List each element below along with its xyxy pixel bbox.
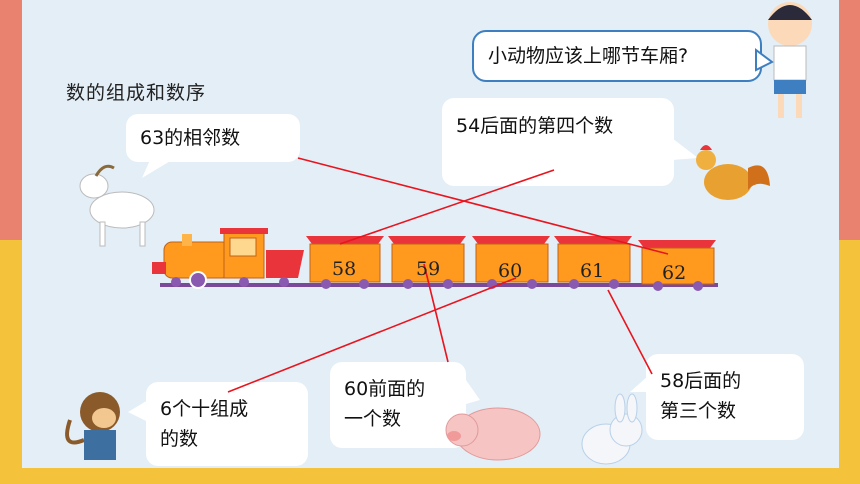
- monkey-bubble-line2: 的数: [160, 428, 199, 450]
- pig-bubble-line2: 一个数: [344, 408, 402, 430]
- rabbit-picture: [581, 393, 643, 465]
- match-line-rooster: [339, 169, 555, 245]
- pig-picture: [445, 407, 541, 461]
- locomotive: [152, 228, 304, 289]
- car-label-4: 61: [580, 260, 605, 282]
- car-3[interactable]: [472, 236, 550, 289]
- rabbit-bubble-line2: 第三个数: [660, 400, 737, 422]
- goat-bubble-text: 63的相邻数: [140, 127, 241, 149]
- match-line-monkey: [227, 277, 517, 393]
- question-text: 小动物应该上哪节车厢?: [488, 45, 689, 67]
- match-line-rabbit: [607, 289, 653, 375]
- car-label-1: 58: [332, 258, 357, 280]
- locomotive-wheel: [239, 277, 249, 287]
- car-label-5: 62: [662, 262, 687, 284]
- rabbit-bubble-line1: 58后面的: [660, 370, 742, 392]
- monkey-picture: [65, 392, 120, 460]
- car-label-3: 60: [498, 260, 523, 282]
- locomotive-wheel: [189, 271, 207, 289]
- matching-lines: [227, 157, 669, 393]
- rabbit-bubble-tail: [630, 376, 650, 392]
- rooster-picture: [696, 145, 770, 200]
- train-track: [160, 283, 718, 287]
- match-line-goat: [297, 157, 669, 255]
- monkey-bubble-tail: [128, 400, 148, 422]
- goat-bubble[interactable]: 63的相邻数: [126, 114, 300, 162]
- rooster-bubble-text: 54后面的第四个数: [456, 115, 614, 137]
- pig-bubble-tail: [466, 380, 480, 404]
- rabbit-bubble[interactable]: 58后面的 第三个数: [646, 354, 804, 440]
- pig-bubble-line1: 60前面的: [344, 378, 426, 400]
- monkey-bubble-line1: 6个十组成: [160, 398, 249, 420]
- car-2[interactable]: [388, 236, 466, 289]
- locomotive-wheel: [279, 277, 289, 287]
- question-bubble-tail: [755, 48, 774, 72]
- rooster-bubble[interactable]: 54后面的第四个数: [442, 98, 674, 186]
- page-heading: 数的组成和数序: [66, 82, 207, 104]
- boy-picture: [768, 2, 812, 118]
- goat-picture: [79, 164, 155, 247]
- match-line-pig: [423, 263, 449, 363]
- locomotive-wheel: [171, 277, 181, 287]
- car-4[interactable]: [554, 236, 632, 289]
- car-1[interactable]: [306, 236, 384, 289]
- pig-bubble[interactable]: 60前面的 一个数: [330, 362, 466, 448]
- car-5[interactable]: [638, 240, 716, 291]
- car-label-2: 59: [416, 258, 441, 280]
- goat-bubble-tail: [142, 160, 172, 178]
- rooster-bubble-tail: [672, 138, 698, 160]
- question-bubble: 小动物应该上哪节车厢?: [472, 30, 762, 82]
- monkey-bubble[interactable]: 6个十组成 的数: [146, 382, 308, 466]
